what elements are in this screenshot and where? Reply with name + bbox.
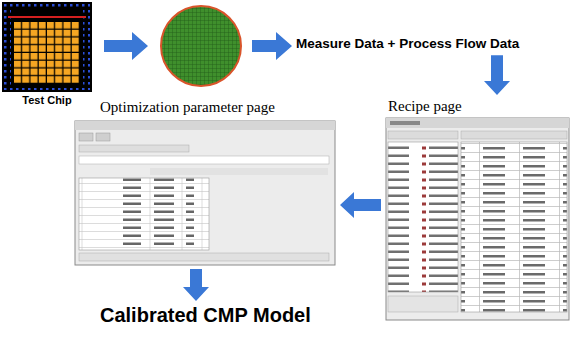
chip-node: Test Chip [0, 0, 94, 110]
node-label: Measure Data + Process Flow Data [296, 36, 519, 52]
flow-arrow [183, 269, 209, 301]
node-label: Test Chip [0, 94, 94, 107]
result-node: Calibrated CMP Model [100, 303, 311, 327]
flow-arrow [252, 32, 292, 60]
recipe-node: Recipe page [385, 97, 570, 322]
optimization-node: Optimization parameter page [72, 98, 337, 266]
flow-arrow [104, 32, 148, 60]
optimization-page-screenshot [75, 121, 335, 265]
recipe-page-screenshot [386, 118, 569, 320]
page-heading: Optimization parameter page [100, 98, 337, 116]
page-heading: Recipe page [388, 97, 570, 115]
wafer-image [161, 6, 241, 86]
flow-arrow [340, 192, 381, 218]
node-label: Calibrated CMP Model [100, 303, 311, 327]
test-chip-image [2, 2, 92, 92]
flow-arrow [484, 55, 510, 95]
data-node: Measure Data + Process Flow Data [296, 36, 519, 52]
